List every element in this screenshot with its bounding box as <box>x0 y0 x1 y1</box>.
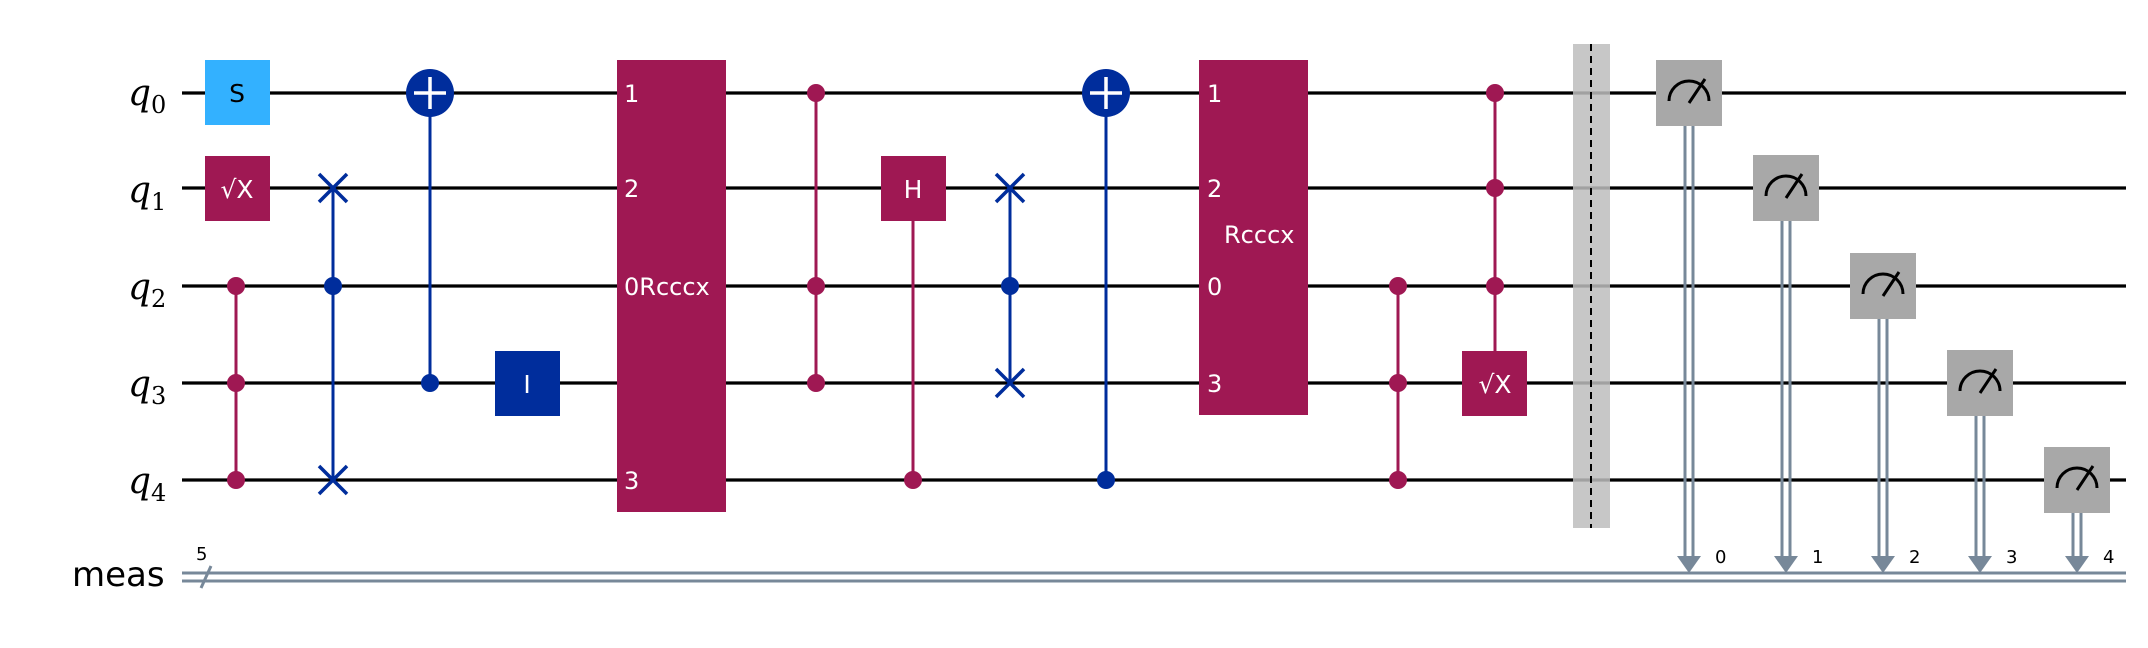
rcccx2-port-1: 1 <box>1207 80 1222 108</box>
measure-gate-q2: 2 <box>1850 253 1920 573</box>
qubit-label-q3: q3 <box>128 364 166 410</box>
measure-bit-label: 0 <box>1715 547 1726 568</box>
meter-icon <box>1958 369 2002 392</box>
control-dot <box>807 277 825 295</box>
classical-wire: 5 <box>182 544 2126 589</box>
c3sx-gate: √X <box>1462 84 1527 416</box>
cswap-gate-1 <box>317 172 349 496</box>
measure-bit-label: 4 <box>2103 547 2114 568</box>
rcccx2-port-0: 0 <box>1207 273 1222 301</box>
arrow-down-icon <box>2065 556 2089 573</box>
measure-gate-q0: 0 <box>1656 60 1726 573</box>
control-dot <box>904 471 922 489</box>
ccz-gate-3 <box>1389 277 1407 489</box>
control-dot <box>324 277 342 295</box>
arrow-down-icon <box>1871 556 1895 573</box>
qubit-label-q2: q2 <box>128 267 166 313</box>
control-dot <box>227 277 245 295</box>
classical-register-size: 5 <box>196 544 207 565</box>
rcccx2-port-3: 3 <box>1207 370 1222 398</box>
measure-bit-label: 2 <box>1909 547 1920 568</box>
qubit-label-q1: q1 <box>128 170 166 216</box>
ccz-gate-2 <box>807 84 825 392</box>
ch-gate: H <box>881 156 946 489</box>
s-gate: S <box>205 60 270 125</box>
barrier <box>1573 44 1610 528</box>
qubit-label-q4: q4 <box>128 461 166 507</box>
ccz-gate-1 <box>227 277 245 489</box>
cswap-gate-2 <box>994 172 1026 399</box>
h-gate-label: H <box>904 175 923 204</box>
measurements: 0 1 2 3 4 <box>1656 60 2114 573</box>
rcccx-gate-1: 1 2 0Rcccx 3 <box>617 60 726 512</box>
rcccx1-port-2: 2 <box>624 175 639 203</box>
classical-register-label: meas <box>72 555 165 595</box>
measure-gate-q1: 1 <box>1753 155 1823 573</box>
sx-gate-label: √X <box>1478 370 1511 399</box>
swap-x-icon <box>994 172 1026 204</box>
qubit-label-q0: q0 <box>128 73 166 119</box>
arrow-down-icon <box>1774 556 1798 573</box>
control-dot <box>1001 277 1019 295</box>
meter-icon <box>2055 466 2099 489</box>
rcccx1-port-1: 1 <box>624 80 639 108</box>
meter-icon <box>1764 174 1808 197</box>
control-dot <box>1389 374 1407 392</box>
control-dot <box>1486 84 1504 102</box>
i-gate-label: I <box>523 370 530 399</box>
measure-bit-label: 3 <box>2006 547 2017 568</box>
measure-bit-label: 1 <box>1812 547 1823 568</box>
control-dot <box>1097 471 1115 489</box>
control-dot <box>227 471 245 489</box>
control-dot <box>421 374 439 392</box>
s-gate-label: S <box>229 79 245 108</box>
cx-gate-2 <box>1082 69 1130 489</box>
control-dot <box>807 84 825 102</box>
control-dot <box>807 374 825 392</box>
swap-x-icon <box>994 367 1026 399</box>
control-dot <box>227 374 245 392</box>
i-gate: I <box>495 351 560 416</box>
arrow-down-icon <box>1968 556 1992 573</box>
sx-gate-q1: √X <box>205 156 270 221</box>
control-dot <box>1486 277 1504 295</box>
cx-gate-1 <box>406 69 454 392</box>
control-dot <box>1389 471 1407 489</box>
measure-gate-q4: 4 <box>2044 447 2114 573</box>
rcccx2-port-2: 2 <box>1207 175 1222 203</box>
rcccx1-name: 0Rcccx <box>624 273 710 301</box>
sx-gate-label: √X <box>220 175 253 204</box>
measure-gate-q3: 3 <box>1947 350 2017 573</box>
bus-slash-icon <box>199 565 213 589</box>
rcccx-gate-2: 1 2 Rcccx 0 3 <box>1199 60 1308 415</box>
control-dot <box>1486 179 1504 197</box>
swap-x-icon <box>317 172 349 204</box>
rcccx1-port-3: 3 <box>624 467 639 495</box>
swap-x-icon <box>317 464 349 496</box>
meter-icon <box>1861 272 1905 295</box>
arrow-down-icon <box>1677 556 1701 573</box>
meter-icon <box>1667 79 1711 102</box>
rcccx2-name: Rcccx <box>1224 221 1294 249</box>
control-dot <box>1389 277 1407 295</box>
